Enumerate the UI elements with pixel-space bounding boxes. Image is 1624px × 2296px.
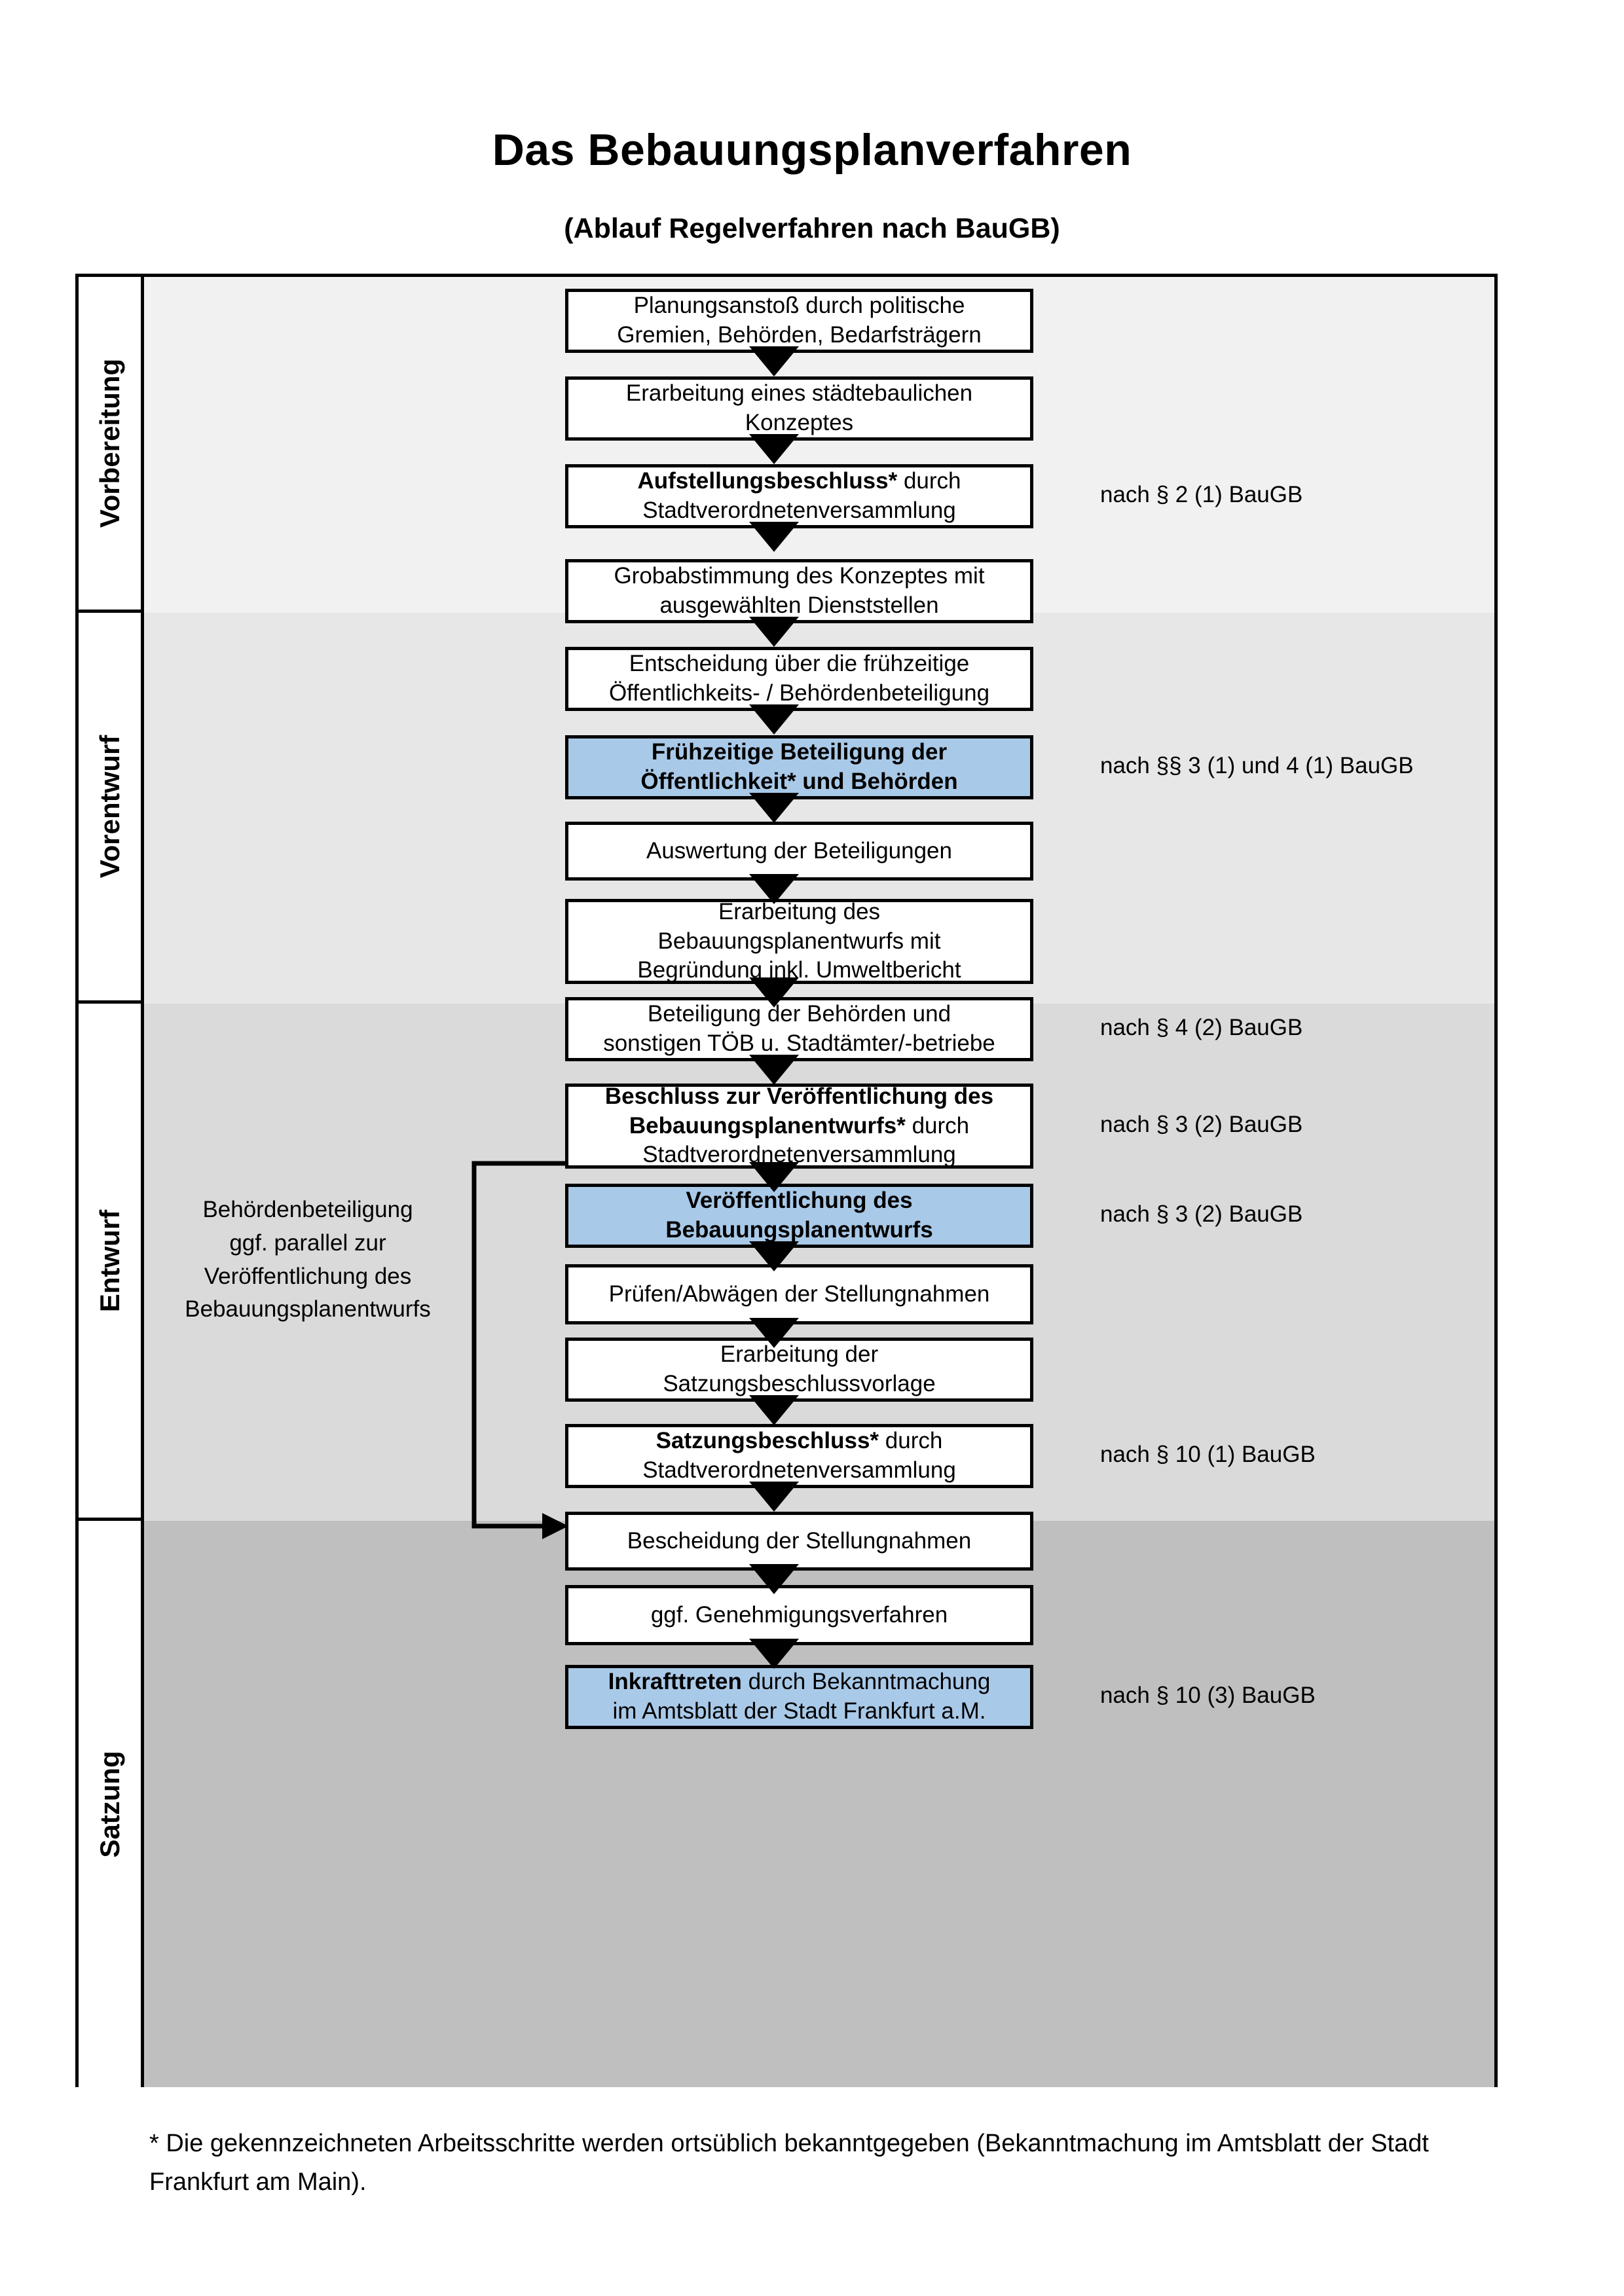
side-note-line: Veröffentlichung des (204, 1263, 412, 1289)
arrow-down-icon (749, 704, 799, 735)
flow-node-n12[interactable]: Prüfen/Abwägen der Stellungnahmen (565, 1264, 1033, 1324)
arrow-down-icon (749, 617, 799, 647)
phase-label-satzung: Satzung (94, 1750, 125, 1858)
legal-reference-r4: nach § 3 (2) BauGB (1100, 1112, 1303, 1137)
flow-node-text: ggf. Genehmigungsverfahren (650, 1601, 948, 1628)
arrow-down-icon (749, 793, 799, 823)
arrow-down-icon (749, 1482, 799, 1512)
legal-reference-r2: nach §§ 3 (1) und 4 (1) BauGB (1100, 753, 1414, 778)
arrow-down-icon (749, 1241, 799, 1271)
phase-label-entwurf: Entwurf (94, 1209, 125, 1312)
arrow-down-icon (749, 1162, 799, 1192)
phase-label-vorentwurf: Vorentwurf (94, 735, 125, 879)
footnote-text: * Die gekennzeichneten Arbeitsschritte w… (149, 2130, 1429, 2196)
arrow-down-icon (749, 977, 799, 1008)
arrow-down-icon (749, 434, 799, 464)
phase-cell-vorbereitung: Vorbereitung (79, 277, 141, 613)
phase-label-vorbereitung: Vorbereitung (94, 358, 125, 528)
legal-reference-r3: nach § 4 (2) BauGB (1100, 1015, 1303, 1040)
flow-node-text: Bescheidung der Stellungnahmen (627, 1527, 972, 1554)
phase-bands (144, 277, 1494, 2087)
flow-node-text: Prüfen/Abwägen der Stellungnahmen (608, 1281, 990, 1307)
side-note-line: ggf. parallel zur (229, 1230, 386, 1256)
legal-reference-r7: nach § 10 (3) BauGB (1100, 1683, 1316, 1708)
legal-reference-r5: nach § 3 (2) BauGB (1100, 1201, 1303, 1227)
arrow-down-icon (749, 1395, 799, 1425)
legal-reference-r6: nach § 10 (1) BauGB (1100, 1442, 1316, 1467)
flow-node-n7[interactable]: Auswertung der Beteiligungen (565, 822, 1033, 881)
legal-reference-r1: nach § 2 (1) BauGB (1100, 482, 1303, 507)
flow-node-n16[interactable]: ggf. Genehmigungsverfahren (565, 1585, 1033, 1645)
flow-node-n15[interactable]: Bescheidung der Stellungnahmen (565, 1512, 1033, 1571)
flow-node-text: Auswertung der Beteiligungen (646, 837, 952, 864)
arrow-down-icon (749, 874, 799, 904)
side-note-line: Bebauungsplanentwurfs (185, 1296, 431, 1322)
phase-cell-satzung: Satzung (79, 1521, 141, 2087)
page-subtitle: (Ablauf Regelverfahren nach BauGB) (564, 213, 1060, 244)
arrow-down-icon (749, 1318, 799, 1348)
page-title: Das Bebauungsplanverfahren (492, 125, 1132, 175)
arrow-down-icon (749, 1055, 799, 1085)
arrow-down-icon (749, 522, 799, 552)
side-note-line: Behördenbeteiligung (202, 1197, 413, 1222)
phase-cell-entwurf: Entwurf (79, 1004, 141, 1521)
arrow-down-icon (749, 346, 799, 376)
arrow-down-icon (749, 1639, 799, 1669)
phase-cell-vorentwurf: Vorentwurf (79, 613, 141, 1004)
arrow-down-icon (749, 1564, 799, 1594)
